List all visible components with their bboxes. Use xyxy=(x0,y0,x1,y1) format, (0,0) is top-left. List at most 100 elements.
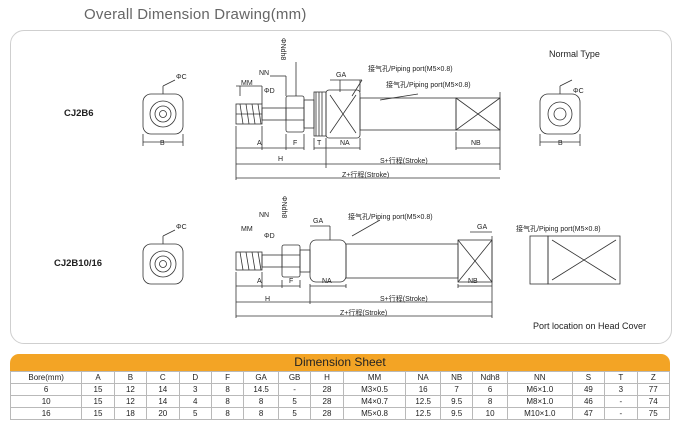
nn-label: NN xyxy=(259,70,270,77)
table-cell: - xyxy=(604,395,638,408)
model-label-cj2b6: CJ2B6 xyxy=(64,108,94,119)
table-header-cell: A xyxy=(81,371,115,384)
table-header-cell: Bore(mm) xyxy=(9,371,83,384)
z-stroke-label: Z+行程(Stroke) xyxy=(342,172,390,179)
table-cell: 18 xyxy=(113,407,148,420)
h-label-lower: H xyxy=(265,296,271,303)
table-header-cell: GB xyxy=(277,371,312,384)
phi-c-label-lower: ΦC xyxy=(176,224,187,231)
ndh8-label-lower: ΦNdh8 xyxy=(280,196,287,219)
normal-type-label: Normal Type xyxy=(549,49,600,59)
a-label-lower: A xyxy=(257,278,262,285)
table-cell: 16 xyxy=(9,407,83,420)
h-label: H xyxy=(278,156,284,163)
table-cell: 12 xyxy=(113,395,148,408)
table-header-cell: GA xyxy=(243,371,279,384)
phi-c-label-right: ΦC xyxy=(573,88,584,95)
mm-label: MM xyxy=(241,80,253,87)
nb-label-lower: NB xyxy=(468,278,478,285)
table-cell: 6 xyxy=(472,383,508,396)
ga-label-lower: GA xyxy=(313,218,324,225)
table-cell: M5×0.8 xyxy=(342,407,407,420)
table-cell: 5 xyxy=(277,407,312,420)
b-label: B xyxy=(160,140,165,147)
table-cell: 7 xyxy=(439,383,474,396)
table-cell: 47 xyxy=(571,407,606,420)
table-cell: 16 xyxy=(405,383,441,396)
table-cell: 8 xyxy=(210,395,245,408)
table-header-cell: NB xyxy=(439,371,474,384)
b-label-right: B xyxy=(558,140,563,147)
table-cell: 9.5 xyxy=(439,407,474,420)
table-cell: 77 xyxy=(636,383,671,396)
table-header-cell: S xyxy=(571,371,606,384)
table-cell: 3 xyxy=(178,383,212,396)
table-cell: 8 xyxy=(210,383,245,396)
table-cell: 15 xyxy=(81,395,115,408)
f-label-lower: F xyxy=(289,278,294,285)
table-header-cell: B xyxy=(113,371,148,384)
table-header-cell: Ndh8 xyxy=(472,371,508,384)
table-cell: 15 xyxy=(81,407,115,420)
table-cell: 14 xyxy=(146,395,180,408)
s-stroke-label: S+行程(Stroke) xyxy=(380,158,428,165)
table-header-cell: H xyxy=(310,371,344,384)
table-cell: M3×0.5 xyxy=(342,383,407,396)
table-header-cell: C xyxy=(146,371,180,384)
table-cell: 10 xyxy=(472,407,508,420)
dimension-sheet-title: Dimension Sheet xyxy=(10,354,670,371)
table-cell: 74 xyxy=(636,395,671,408)
z-stroke-label-lower: Z+行程(Stroke) xyxy=(340,310,388,317)
table-cell: 46 xyxy=(571,395,606,408)
table-cell: 28 xyxy=(310,395,344,408)
table-cell: 5 xyxy=(178,407,212,420)
table-cell: M6×1.0 xyxy=(506,383,573,396)
ga-label-lower-right: GA xyxy=(477,224,488,231)
table-cell: 8 xyxy=(243,395,279,408)
phi-d-label-lower: ΦD xyxy=(264,233,275,240)
table-cell: 12 xyxy=(113,383,148,396)
piping-port-label: 接气孔/Piping port(M5×0.8) xyxy=(386,82,471,89)
table-cell: 14.5 xyxy=(243,383,279,396)
table-header-cell: T xyxy=(604,371,638,384)
table-cell: M10×1.0 xyxy=(506,407,573,420)
table-cell: 12.5 xyxy=(405,407,441,420)
phi-d-label: ΦD xyxy=(264,88,275,95)
table-header-cell: F xyxy=(210,371,245,384)
table-header-cell: NA xyxy=(405,371,441,384)
table-cell: - xyxy=(604,407,638,420)
ga-label: GA xyxy=(336,72,347,79)
table-cell: 49 xyxy=(571,383,606,396)
piping-port-label: 接气孔/Piping port(M5×0.8) xyxy=(368,66,453,73)
table-cell: 3 xyxy=(604,383,638,396)
table-header-cell: MM xyxy=(342,371,407,384)
table-cell: 6 xyxy=(9,383,83,396)
table-header-cell: NN xyxy=(506,371,573,384)
table-cell: 9.5 xyxy=(439,395,474,408)
table-cell: 10 xyxy=(9,395,83,408)
table-cell: - xyxy=(277,383,312,396)
port-location-label: Port location on Head Cover xyxy=(533,321,647,331)
ndh8-label: ΦNdh8 xyxy=(279,38,286,61)
table-cell: 8 xyxy=(210,407,245,420)
table-cell: 15 xyxy=(81,383,115,396)
phi-c-label: ΦC xyxy=(176,74,187,81)
t-label: T xyxy=(317,140,322,147)
table-cell: 5 xyxy=(277,395,312,408)
table-header-cell: D xyxy=(178,371,212,384)
na-label-lower: NA xyxy=(322,278,332,285)
table-cell: 28 xyxy=(310,383,344,396)
table-cell: 8 xyxy=(243,407,279,420)
page-title: Overall Dimension Drawing(mm) xyxy=(84,6,307,23)
table-cell: 12.5 xyxy=(405,395,441,408)
table-header-cell: Z xyxy=(636,371,671,384)
f-label: F xyxy=(293,140,298,147)
piping-port-label-port-view: 接气孔/Piping port(M5×0.8) xyxy=(516,226,601,233)
